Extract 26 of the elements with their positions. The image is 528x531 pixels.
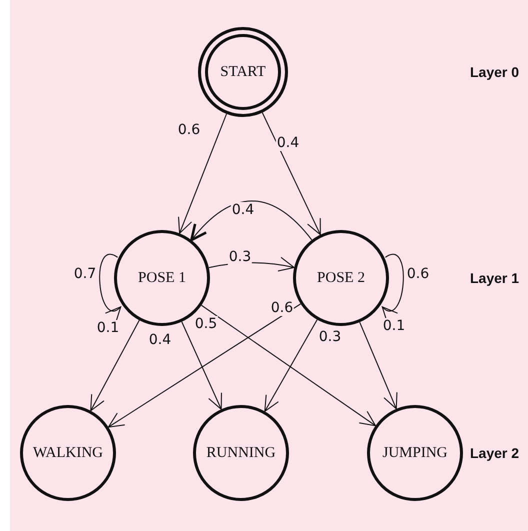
state-circle	[367, 405, 463, 501]
arrow	[200, 304, 376, 426]
edge-label: 0.4	[276, 135, 300, 151]
state-label: POSE 1	[138, 270, 186, 286]
edge-label: 0.3	[228, 249, 252, 265]
arrow	[181, 321, 222, 410]
arrow	[359, 322, 398, 410]
arrow	[108, 303, 302, 428]
state-label: WALKING	[33, 444, 103, 462]
layer-label: Layer 2	[470, 445, 520, 461]
arrow	[262, 112, 321, 236]
arrow	[264, 319, 318, 412]
state-label: JUMPING	[382, 444, 448, 462]
arrow	[90, 320, 140, 412]
edge-label: 0.6	[270, 300, 294, 316]
state-circle	[193, 405, 289, 501]
layer-label: Layer 0	[470, 64, 520, 80]
start-state-circle	[198, 27, 288, 117]
arrow	[190, 200, 312, 242]
state-label: POSE 2	[317, 270, 365, 286]
state-label: RUNNING	[206, 444, 276, 462]
state-circle	[20, 405, 116, 501]
layer-label: Layer 1	[470, 270, 520, 286]
state-label: START	[220, 64, 266, 80]
arrow	[99, 254, 122, 322]
arrow	[178, 113, 228, 234]
